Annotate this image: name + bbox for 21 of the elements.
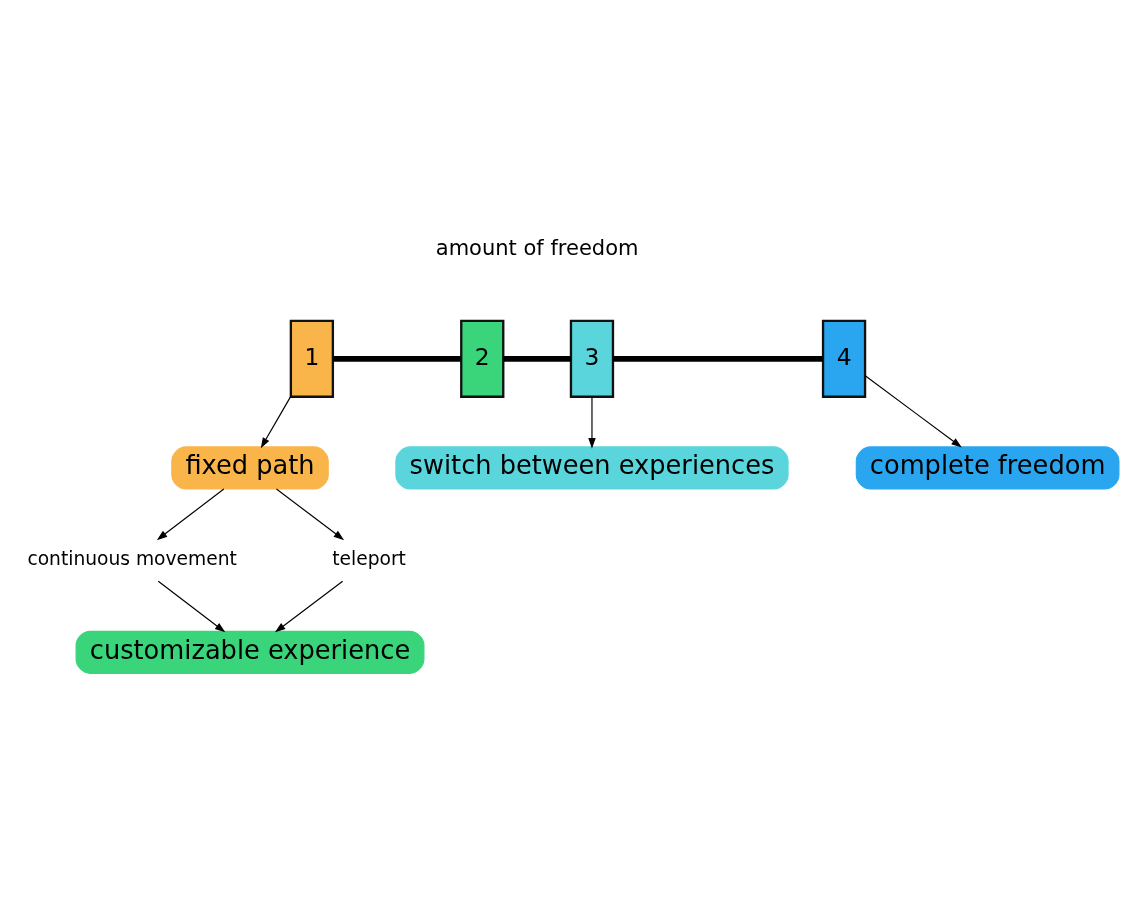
connector: [333, 355, 461, 362]
arrow: [588, 395, 596, 449]
label: amount of freedom: [435, 235, 639, 260]
node-box: 2: [460, 319, 505, 398]
node-box: customizable experience: [75, 630, 425, 674]
node-box: switch between experiences: [395, 445, 789, 489]
arrow: [274, 580, 344, 632]
node-box: fixed path: [171, 445, 329, 489]
node-text: continuous movement: [27, 547, 237, 569]
arrow: [275, 487, 345, 540]
arrow: [864, 374, 962, 448]
arrow: [156, 487, 225, 540]
node-box: 4: [821, 319, 867, 398]
node-box: complete freedom: [855, 445, 1120, 489]
connector: [613, 355, 823, 362]
arrow: [157, 580, 226, 632]
node-box: 3: [569, 319, 615, 398]
arrow: [260, 395, 292, 448]
connector: [503, 355, 571, 362]
node-box: 1: [289, 319, 335, 398]
node-text: teleport: [332, 547, 406, 569]
